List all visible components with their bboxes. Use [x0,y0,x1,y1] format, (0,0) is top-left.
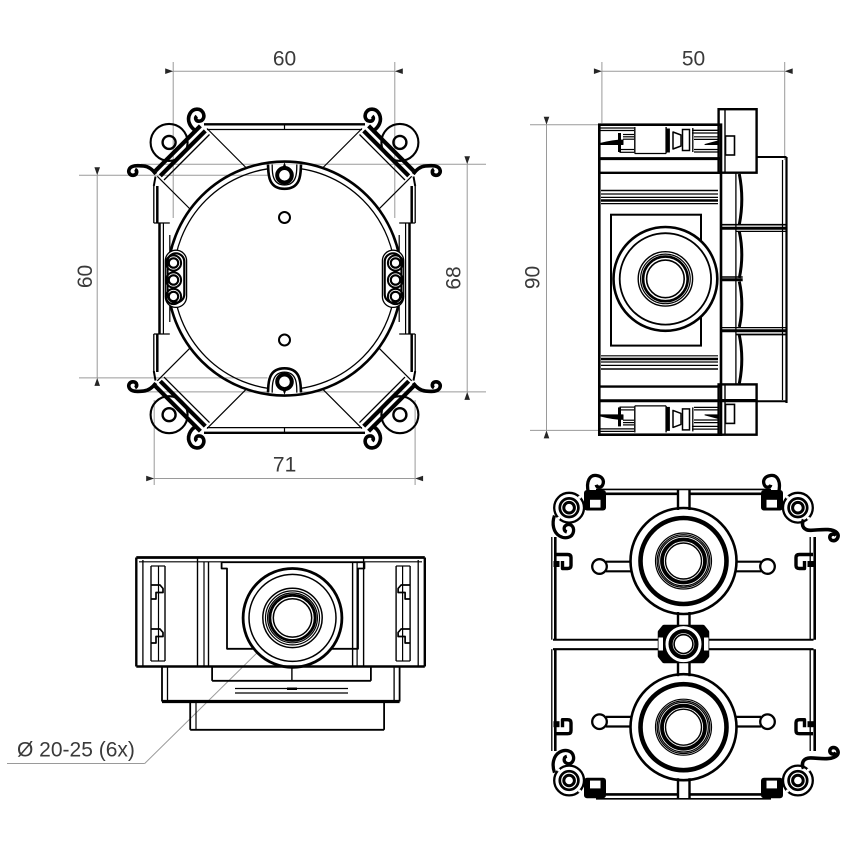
svg-text:50: 50 [682,48,705,71]
svg-text:68: 68 [443,266,466,289]
svg-text:Ø 20-25 (6x): Ø 20-25 (6x) [17,739,135,762]
svg-text:90: 90 [522,266,545,289]
svg-text:60: 60 [74,265,97,288]
svg-text:71: 71 [273,454,296,477]
svg-text:60: 60 [273,48,296,71]
